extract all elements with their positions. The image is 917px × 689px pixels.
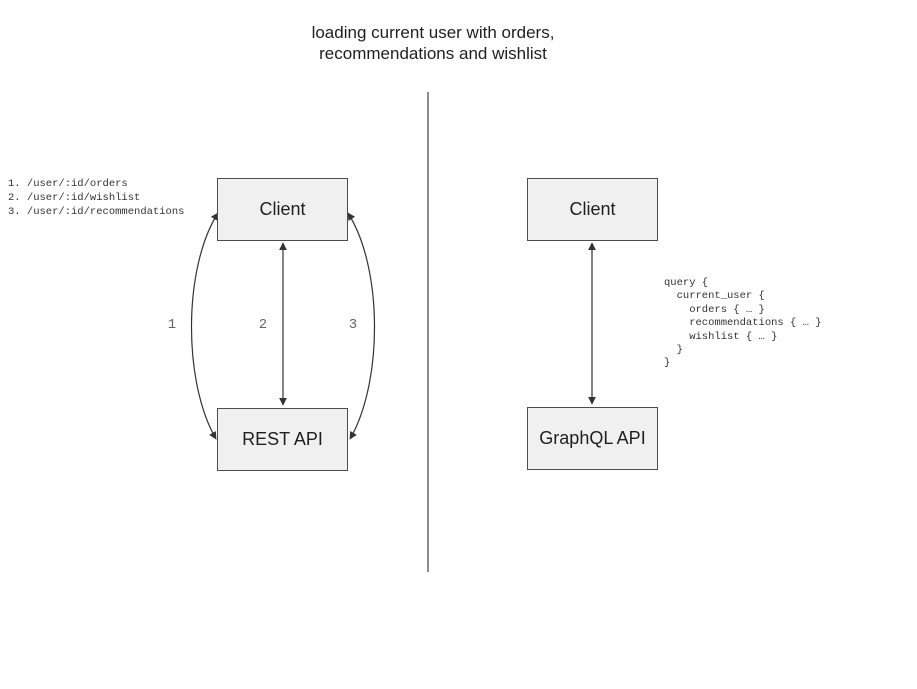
diagram-title-line-1: loading current user with orders, xyxy=(311,23,555,42)
rest-api-node: REST API xyxy=(217,408,348,471)
query-line-close-inner: } xyxy=(664,344,683,357)
graphql-query-snippet: query { current_user { orders { … } reco… xyxy=(664,277,822,371)
rest-arrow-1 xyxy=(190,212,219,440)
rest-client-label: Client xyxy=(259,199,306,219)
rest-endpoint-wishlist: 2. /user/:id/wishlist xyxy=(8,192,141,204)
graphql-api-node: GraphQL API xyxy=(527,407,658,470)
rest-endpoint-recommendations: 3. /user/:id/recommendations xyxy=(8,206,185,218)
rest-client-node: Client xyxy=(217,178,348,241)
query-line-current-user: current_user { xyxy=(664,290,765,303)
query-line-orders: orders { … } xyxy=(664,303,765,316)
graphql-client-label: Client xyxy=(569,199,616,219)
rest-arrow-3 xyxy=(347,212,376,440)
query-line-close-outer: } xyxy=(664,357,671,370)
query-line-wishlist: wishlist { … } xyxy=(664,330,778,343)
rest-arrow-label-1: 1 xyxy=(167,317,177,333)
diagram-title-line-2: recommendations and wishlist xyxy=(319,44,547,63)
rest-api-label: REST API xyxy=(242,429,323,449)
rest-arrow-label-2: 2 xyxy=(258,317,268,333)
diagram-title: loading current user with orders, recomm… xyxy=(312,22,555,64)
rest-endpoint-orders: 1. /user/:id/orders xyxy=(8,178,128,190)
rest-arrow-label-3: 3 xyxy=(348,317,358,333)
rest-endpoint-list: 1. /user/:id/orders 2. /user/:id/wishlis… xyxy=(8,177,184,219)
graphql-client-node: Client xyxy=(527,178,658,241)
graphql-api-label: GraphQL API xyxy=(539,428,646,448)
query-line-open: query { xyxy=(664,277,709,289)
query-line-recommendations: recommendations { … } xyxy=(664,317,822,330)
